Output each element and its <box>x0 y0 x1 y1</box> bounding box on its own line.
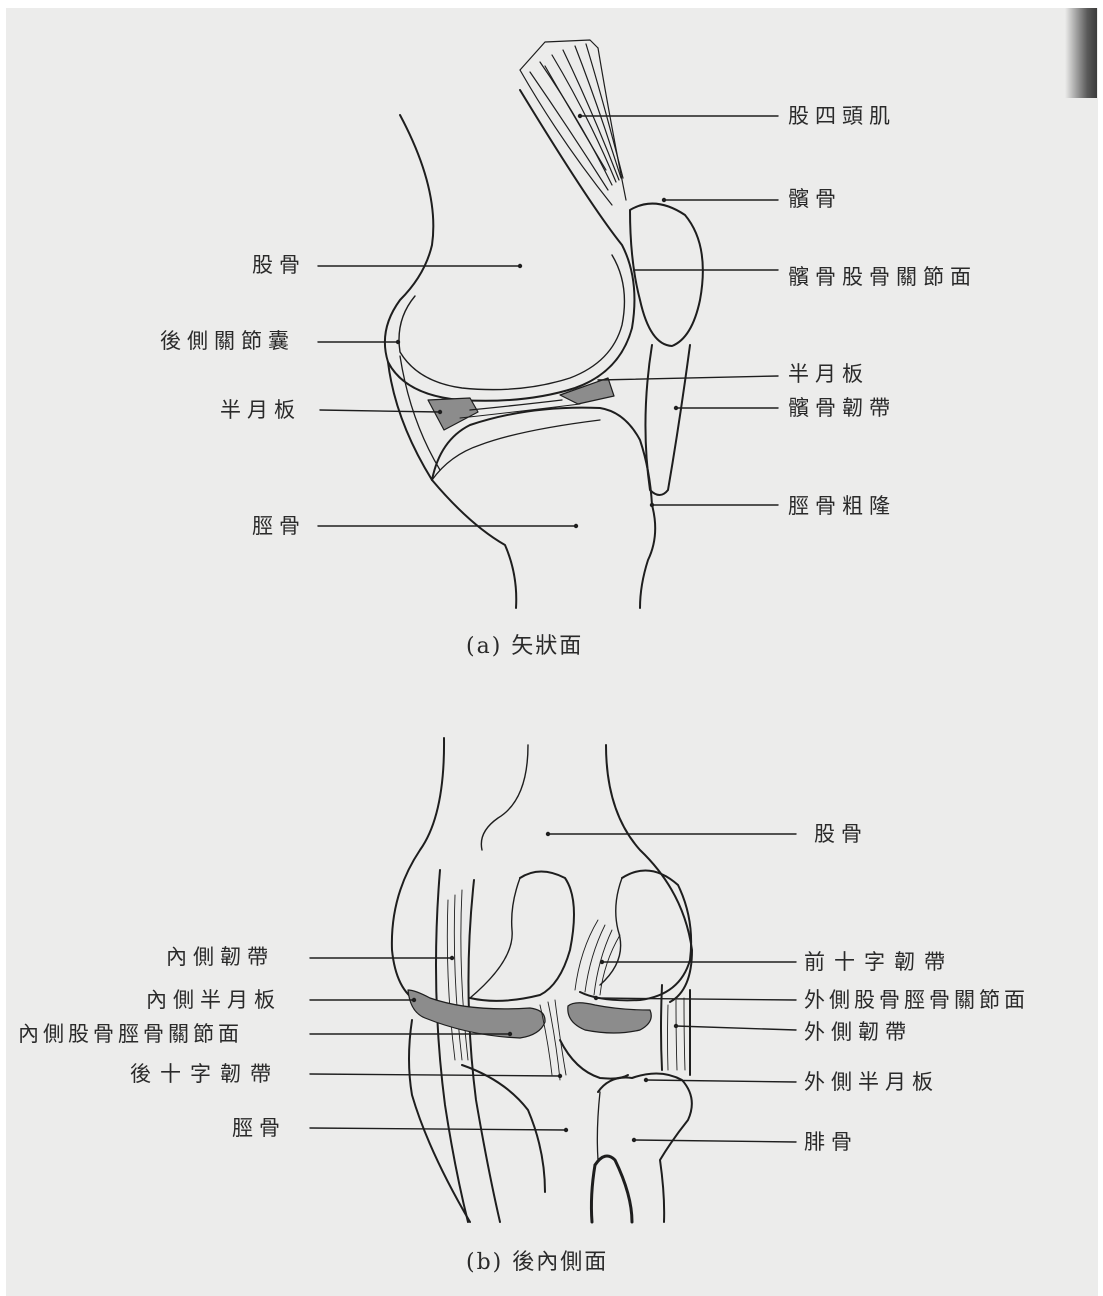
patellar-ligament-shape <box>645 345 690 495</box>
fibula-shape <box>598 1073 692 1222</box>
label-lateral-collateral-ligament: 外側韌帶 <box>804 1022 912 1043</box>
lateral-collateral-ligament-shape <box>661 985 662 1070</box>
quadriceps-muscle-shape <box>520 40 626 205</box>
caption-figure-a: (a) 矢狀面 <box>466 636 583 658</box>
label-posterior-capsule: 後側關節囊 <box>160 331 295 352</box>
label-meniscus-a-left: 半月板 <box>220 400 301 421</box>
label-femur-a: 股骨 <box>252 255 306 276</box>
label-medial-collateral-ligament: 內側韌帶 <box>166 947 274 968</box>
label-femur-b: 股骨 <box>814 824 868 845</box>
label-meniscus-a-right: 半月板 <box>788 364 869 385</box>
label-patellar-ligament: 髕骨韌帶 <box>788 398 896 419</box>
label-lateral-tibiofemoral-surface: 外側股骨脛骨關節面 <box>804 990 1029 1011</box>
medial-condyle-shape <box>470 872 574 1001</box>
label-tibial-tuberosity: 脛骨粗隆 <box>788 496 896 517</box>
label-quadriceps: 股四頭肌 <box>788 106 896 127</box>
femur-shape <box>385 90 635 401</box>
label-lateral-meniscus: 外側半月板 <box>804 1072 939 1093</box>
label-tibia-a: 脛骨 <box>252 516 306 537</box>
label-fibula: 腓骨 <box>804 1132 858 1153</box>
lateral-meniscus-band <box>568 1003 651 1033</box>
lateral-condyle-shape <box>580 870 691 1000</box>
figure-b-leader-lines <box>310 834 796 1142</box>
label-posterior-cruciate-ligament: 後十字韌帶 <box>130 1064 280 1085</box>
patella-shape <box>630 204 703 346</box>
label-medial-meniscus: 內側半月板 <box>146 990 281 1011</box>
label-patella: 髕骨 <box>788 189 842 210</box>
label-anterior-cruciate-ligament: 前十字韌帶 <box>804 952 954 973</box>
medial-meniscus-band <box>408 990 545 1038</box>
label-medial-tibiofemoral-surface: 內側股骨脛骨關節面 <box>18 1024 243 1045</box>
label-tibia-b: 脛骨 <box>232 1118 286 1139</box>
figure-b-drawing <box>310 738 796 1222</box>
caption-figure-b: (b) 後內側面 <box>466 1252 608 1274</box>
label-patellofemoral-surface: 髕骨股骨關節面 <box>788 267 977 288</box>
figure-a-drawing <box>318 40 778 608</box>
femur-articular-line <box>399 255 624 390</box>
figure-a-leader-lines <box>318 116 778 526</box>
